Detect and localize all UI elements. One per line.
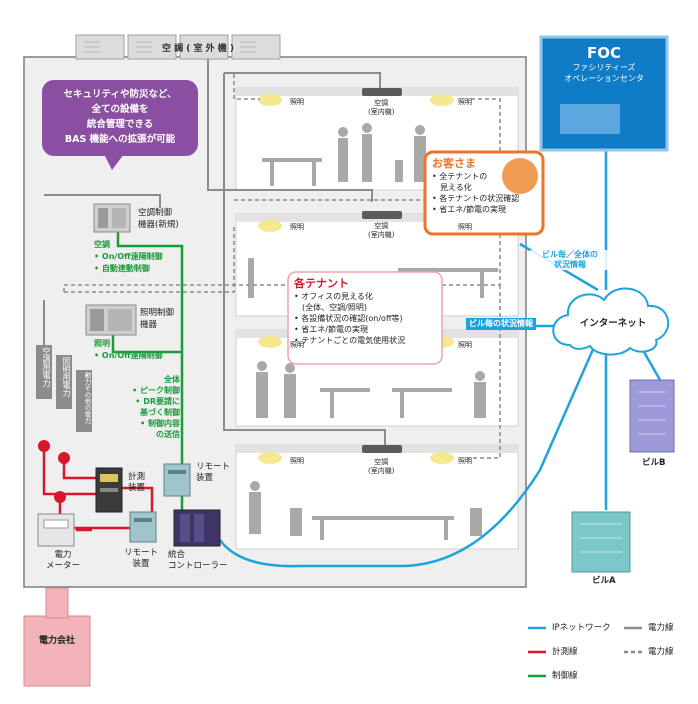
remote-device-top xyxy=(163,463,191,497)
light-label: 照明 xyxy=(290,223,304,231)
remote-top-label: リモート装置 xyxy=(196,462,231,483)
office-silhouettes xyxy=(248,123,498,540)
power-meter xyxy=(37,513,75,547)
other-power-label: 動力その他の電力 xyxy=(83,372,91,424)
tenant-title: 各テナント xyxy=(294,277,349,290)
outdoor-ac-units: 空 調 ( 室 外 機 ) xyxy=(75,34,281,60)
foc-text: FOC ファシリティーズ オペレーションセンタ xyxy=(541,44,667,84)
measurement-device-label: 計測装置 xyxy=(128,472,146,493)
power-label-boxes xyxy=(36,345,92,432)
light-power-label: 照明用電力 xyxy=(62,357,71,397)
power-lines-dashed xyxy=(63,74,501,459)
light-label: 照明 xyxy=(290,457,304,465)
legend-control: 制御線 xyxy=(552,671,578,681)
ac-label: 空調(室内機) xyxy=(368,458,395,475)
power-lines xyxy=(43,59,386,445)
utility-building xyxy=(23,587,91,687)
light-label: 照明 xyxy=(458,457,472,465)
overall-ctrl-items: 全体 • ピーク制御 • DR要請に 基づく制御 • 制御内容 の送信 xyxy=(132,375,180,439)
customer-item: 見える化 xyxy=(440,183,472,192)
ac-label: 空調(室内機) xyxy=(368,222,395,239)
legend-swatches xyxy=(528,626,642,678)
customer-title: お客さま xyxy=(432,157,476,170)
light-label: 照明 xyxy=(290,98,304,106)
utility-label: 電力会社 xyxy=(38,636,75,646)
tenant-item: (全体、空調/照明) xyxy=(302,303,367,312)
light-label: 照明 xyxy=(458,341,472,349)
hvac-control-device xyxy=(93,203,131,233)
remote-bottom-label: リモート装置 xyxy=(124,548,159,569)
bas-line: 統合管理できる xyxy=(86,119,154,130)
tenant-text: 各テナント • オフィスの見える化 (全体、空調/照明) • 各設備状況の確認(… xyxy=(294,277,440,346)
lighting-control-device xyxy=(85,304,137,336)
legend-power-dashed: 電力線 xyxy=(648,647,674,657)
bas-line: セキュリティや防災など、 xyxy=(63,89,177,100)
bas-callout-text: セキュリティや防災など、 全ての設備を 統合管理できる BAS 機能への拡張が可… xyxy=(42,87,198,147)
foc-sub1: ファシリティーズ xyxy=(572,63,636,72)
hvac-ctrl-name: 空調制御機器(新規) xyxy=(138,208,179,230)
bas-line: 全ての設備を xyxy=(91,104,149,115)
legend-ip: IPネットワーク xyxy=(552,623,611,633)
customer-item: • 全テナントの xyxy=(432,172,488,181)
hvac-ctrl-items: 空調 • On/Off遠隔制御 • 自動連動制御 xyxy=(94,240,163,273)
bas-callout-bubble xyxy=(42,80,198,170)
measurement-device xyxy=(95,467,123,513)
building-a-label: ビルA xyxy=(592,576,616,586)
per-building-label: ビル毎／全体の状況情報 xyxy=(530,250,610,270)
remote-device-bottom xyxy=(129,511,157,543)
light-label: 照明 xyxy=(458,98,472,106)
light-label: 照明 xyxy=(290,341,304,349)
legend-measure: 計測線 xyxy=(552,647,578,657)
legend-power-solid: 電力線 xyxy=(648,623,674,633)
building-a-icon xyxy=(571,511,631,573)
customer-item: • 省エネ/節電の実現 xyxy=(432,205,506,214)
outdoor-units-label: 空 調 ( 室 外 機 ) xyxy=(162,42,234,54)
light-ctrl-items: 照明 • On/Off遠隔制御 xyxy=(94,339,163,360)
tenant-item: • 省エネ/節電の実現 xyxy=(294,325,368,334)
power-sensors xyxy=(38,440,70,503)
foc-center xyxy=(539,35,669,152)
foc-title: FOC xyxy=(586,44,621,62)
ac-label: 空調(室内機) xyxy=(368,99,395,116)
building-b-icon xyxy=(629,379,675,453)
integrated-controller xyxy=(173,509,221,547)
customer-item: • 各テナントの状況確認 xyxy=(432,194,520,203)
light-label: 照明 xyxy=(458,223,472,231)
building-b-label: ビルB xyxy=(642,458,666,468)
internet-cloud xyxy=(552,287,670,356)
power-meter-label: 電力メーター xyxy=(46,550,81,571)
bas-line: BAS 機能への拡張が可能 xyxy=(64,134,176,145)
light-ctrl-name: 照明制御機器 xyxy=(140,308,175,330)
tenant-panel xyxy=(287,271,443,365)
outdoor-unit xyxy=(179,34,229,60)
internet-label: インターネット xyxy=(579,318,647,329)
hvac-power-label: 空調用電力 xyxy=(42,347,51,387)
tenant-item: • テナントごとの電気使用状況 xyxy=(294,336,406,345)
controller-label: 統合コントローラー xyxy=(168,550,228,571)
foc-sub2: オペレーションセンタ xyxy=(564,74,644,83)
tenant-item: • 各設備状況の確認(on/off等) xyxy=(294,314,403,323)
per-building-status-label: ビル毎の状況情報 xyxy=(466,318,536,330)
customer-panel xyxy=(423,150,545,236)
tenant-item: • オフィスの見える化 xyxy=(294,292,373,301)
customer-text: お客さま • 全テナントの 見える化 • 各テナントの状況確認 • 省エネ/節電… xyxy=(432,157,540,215)
